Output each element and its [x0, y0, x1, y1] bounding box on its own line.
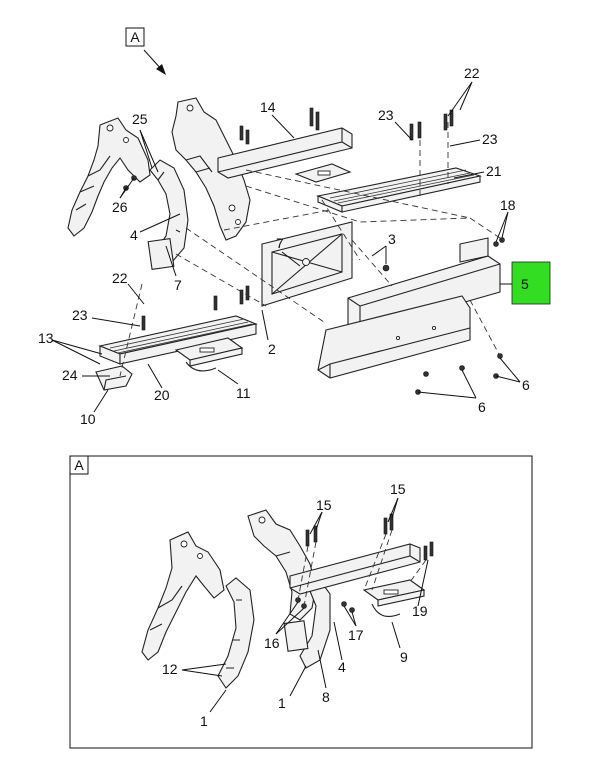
callout-6-right[interactable]: 6 — [522, 377, 530, 393]
callout-1-left[interactable]: 1 — [200, 713, 208, 729]
detail-view-a: A — [69, 455, 533, 749]
detail-left-rail — [217, 577, 255, 689]
callout-17[interactable]: 17 — [348, 627, 364, 643]
highlight-callout-5[interactable]: 5 — [511, 261, 551, 305]
alignment-lines — [119, 122, 501, 377]
callout-19[interactable]: 19 — [412, 603, 428, 619]
upper-exploded-view: 5 14 22 23 23 21 18 3 7 25 26 4 7 22 23 … — [38, 65, 551, 427]
highlight-box — [511, 261, 551, 305]
callout-7-a[interactable]: 7 — [276, 235, 284, 251]
callout-21[interactable]: 21 — [486, 163, 502, 179]
callout-24[interactable]: 24 — [62, 367, 78, 383]
detail-middle-bracket — [247, 509, 317, 621]
view-arrow-icon — [156, 64, 166, 75]
callout-12[interactable]: 12 — [162, 661, 178, 677]
callout-26[interactable]: 26 — [112, 199, 128, 215]
callout-15-a[interactable]: 15 — [316, 497, 332, 513]
callout-11[interactable]: 11 — [236, 385, 251, 401]
callout-20[interactable]: 20 — [154, 387, 170, 403]
callout-8[interactable]: 8 — [322, 689, 330, 705]
callout-4-detail[interactable]: 4 — [338, 659, 346, 675]
callout-13[interactable]: 13 — [38, 330, 54, 346]
callout-18[interactable]: 18 — [500, 197, 516, 213]
left-frame-bracket — [67, 117, 151, 237]
callout-23-left[interactable]: 23 — [72, 307, 88, 323]
detail-view-label: A — [74, 457, 84, 473]
callout-2[interactable]: 2 — [268, 341, 276, 357]
middle-frame-bracket — [171, 97, 251, 241]
callout-23-b[interactable]: 23 — [482, 131, 498, 147]
view-marker-a[interactable]: A — [125, 27, 166, 75]
detail-view-frame — [69, 455, 533, 749]
callout-16[interactable]: 16 — [264, 635, 280, 651]
callout-23-a[interactable]: 23 — [378, 107, 394, 123]
callout-3[interactable]: 3 — [388, 231, 396, 247]
callout-9[interactable]: 9 — [400, 649, 408, 665]
callout-7-b[interactable]: 7 — [174, 277, 182, 293]
callout-22-top[interactable]: 22 — [464, 65, 480, 81]
bolt-set-upper — [123, 107, 505, 395]
callout-4-top[interactable]: 4 — [130, 227, 138, 243]
leader-lines-upper — [51, 81, 521, 413]
view-marker-label: A — [130, 29, 140, 45]
callout-15-b[interactable]: 15 — [390, 481, 406, 497]
callout-1-right[interactable]: 1 — [278, 695, 286, 711]
detail-left-bracket — [141, 531, 225, 661]
callout-14[interactable]: 14 — [260, 99, 276, 115]
callout-10[interactable]: 10 — [80, 411, 96, 427]
leader-lines-detail — [181, 497, 429, 713]
highlight-label: 5 — [521, 276, 529, 292]
callout-25[interactable]: 25 — [132, 111, 148, 127]
callout-22-left[interactable]: 22 — [112, 270, 128, 286]
callout-6-bottom[interactable]: 6 — [478, 399, 486, 415]
